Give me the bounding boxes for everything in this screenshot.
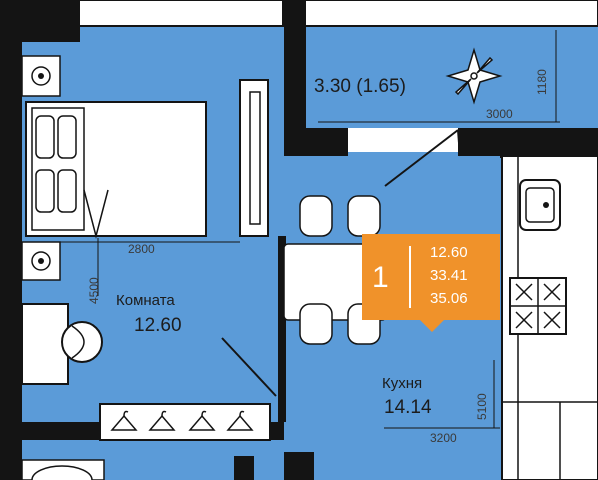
balcony-area: 3.30 (1.65)	[314, 76, 406, 97]
room-door	[221, 337, 277, 397]
wardrobe	[99, 403, 271, 441]
sink-icon	[519, 179, 561, 231]
desk	[21, 303, 103, 385]
dim-room-depth: 4500	[87, 277, 101, 304]
hanger-icon	[188, 410, 216, 431]
badge-total-area: 33.41	[430, 267, 468, 284]
bed	[25, 101, 207, 239]
balcony-rail	[304, 0, 598, 27]
stove-icon	[509, 277, 567, 335]
dim-room-width: 2800	[128, 242, 155, 256]
room-window	[77, 0, 284, 27]
room-area: 12.60	[134, 315, 182, 336]
nightstand	[21, 241, 61, 281]
apartment-badge: 1 12.60 33.41 35.06	[362, 234, 500, 332]
dim-balcony-width: 3000	[486, 107, 513, 121]
hanger-icon	[226, 410, 254, 431]
kitchen-name: Кухня	[382, 375, 422, 392]
dining-set	[283, 195, 387, 345]
nightstand	[21, 55, 61, 97]
compass-icon	[445, 47, 503, 105]
dim-balcony-depth: 1180	[535, 69, 549, 95]
toilet-icon	[21, 459, 105, 480]
tv-unit	[239, 79, 269, 237]
dim-kitchen-depth: 5100	[475, 393, 489, 420]
hanger-icon	[148, 410, 176, 431]
dim-kitchen-width: 3200	[430, 431, 457, 445]
room-top-strip	[22, 26, 284, 46]
partition-wall	[278, 236, 286, 422]
balcony-door	[384, 129, 459, 187]
room-name: Комната	[116, 292, 175, 309]
badge-area-with-balcony: 35.06	[430, 290, 468, 307]
badge-rooms-count: 1	[372, 261, 389, 294]
hanger-icon	[110, 410, 138, 431]
badge-living-area: 12.60	[430, 244, 468, 261]
kitchen-area: 14.14	[384, 397, 432, 418]
